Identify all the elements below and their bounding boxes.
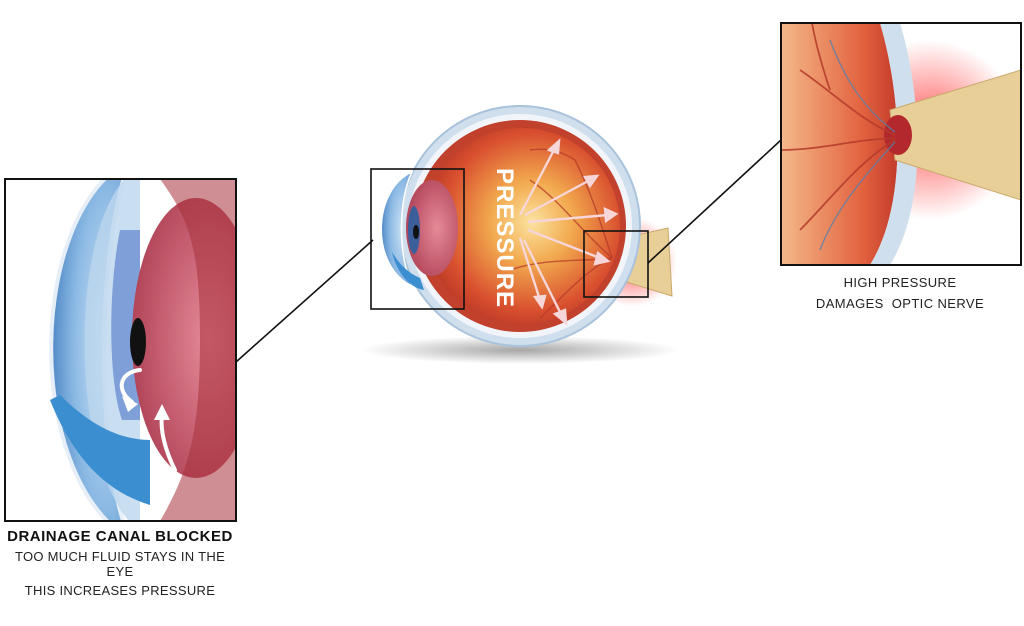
front-zoom-frame [370, 168, 465, 310]
left-caption: DRAINAGE CANAL BLOCKED TOO MUCH FLUID ST… [0, 528, 240, 598]
right-vessels [781, 23, 896, 231]
right-veins-blue [819, 39, 896, 251]
connector-left [235, 239, 374, 363]
optic-disc [884, 115, 912, 155]
retinal-veins [509, 148, 613, 319]
left-zoom-panel [4, 178, 237, 522]
left-zoom-frame [4, 178, 237, 522]
left-pupil [130, 318, 146, 366]
center-fluid-blue [392, 252, 424, 290]
right-caption: HIGH PRESSURE DAMAGES OPTIC NERVE [780, 275, 1020, 317]
left-caption-line1: TOO MUCH FLUID STAYS IN THE EYE [14, 549, 226, 579]
left-caption-line2: THIS INCREASES PRESSURE [24, 583, 216, 598]
center-cornea [380, 170, 414, 288]
left-sclera-wall [160, 179, 236, 521]
eyeball-shadow [360, 336, 680, 364]
right-sclera-band [870, 23, 918, 265]
center-eyeball: PRESSURE [360, 105, 680, 364]
right-zoom-frame [780, 22, 1022, 266]
flow-arrowhead-2 [154, 404, 170, 420]
left-drainage-fluid [50, 395, 150, 505]
right-zoom-panel [780, 22, 1022, 266]
eye-interior [424, 128, 620, 324]
flow-arrowhead-1 [122, 396, 138, 412]
center-pupil [413, 225, 419, 239]
right-caption-line1: HIGH PRESSURE [843, 275, 957, 290]
connector-right [647, 139, 782, 264]
left-caption-heading: DRAINAGE CANAL BLOCKED [7, 528, 233, 545]
right-caption-line2: DAMAGES OPTIC NERVE [815, 296, 985, 311]
pressure-label: PRESSURE [491, 168, 518, 308]
center-lens [406, 180, 458, 276]
pressure-arrows [518, 138, 619, 326]
nerve-zoom-frame [583, 230, 649, 298]
